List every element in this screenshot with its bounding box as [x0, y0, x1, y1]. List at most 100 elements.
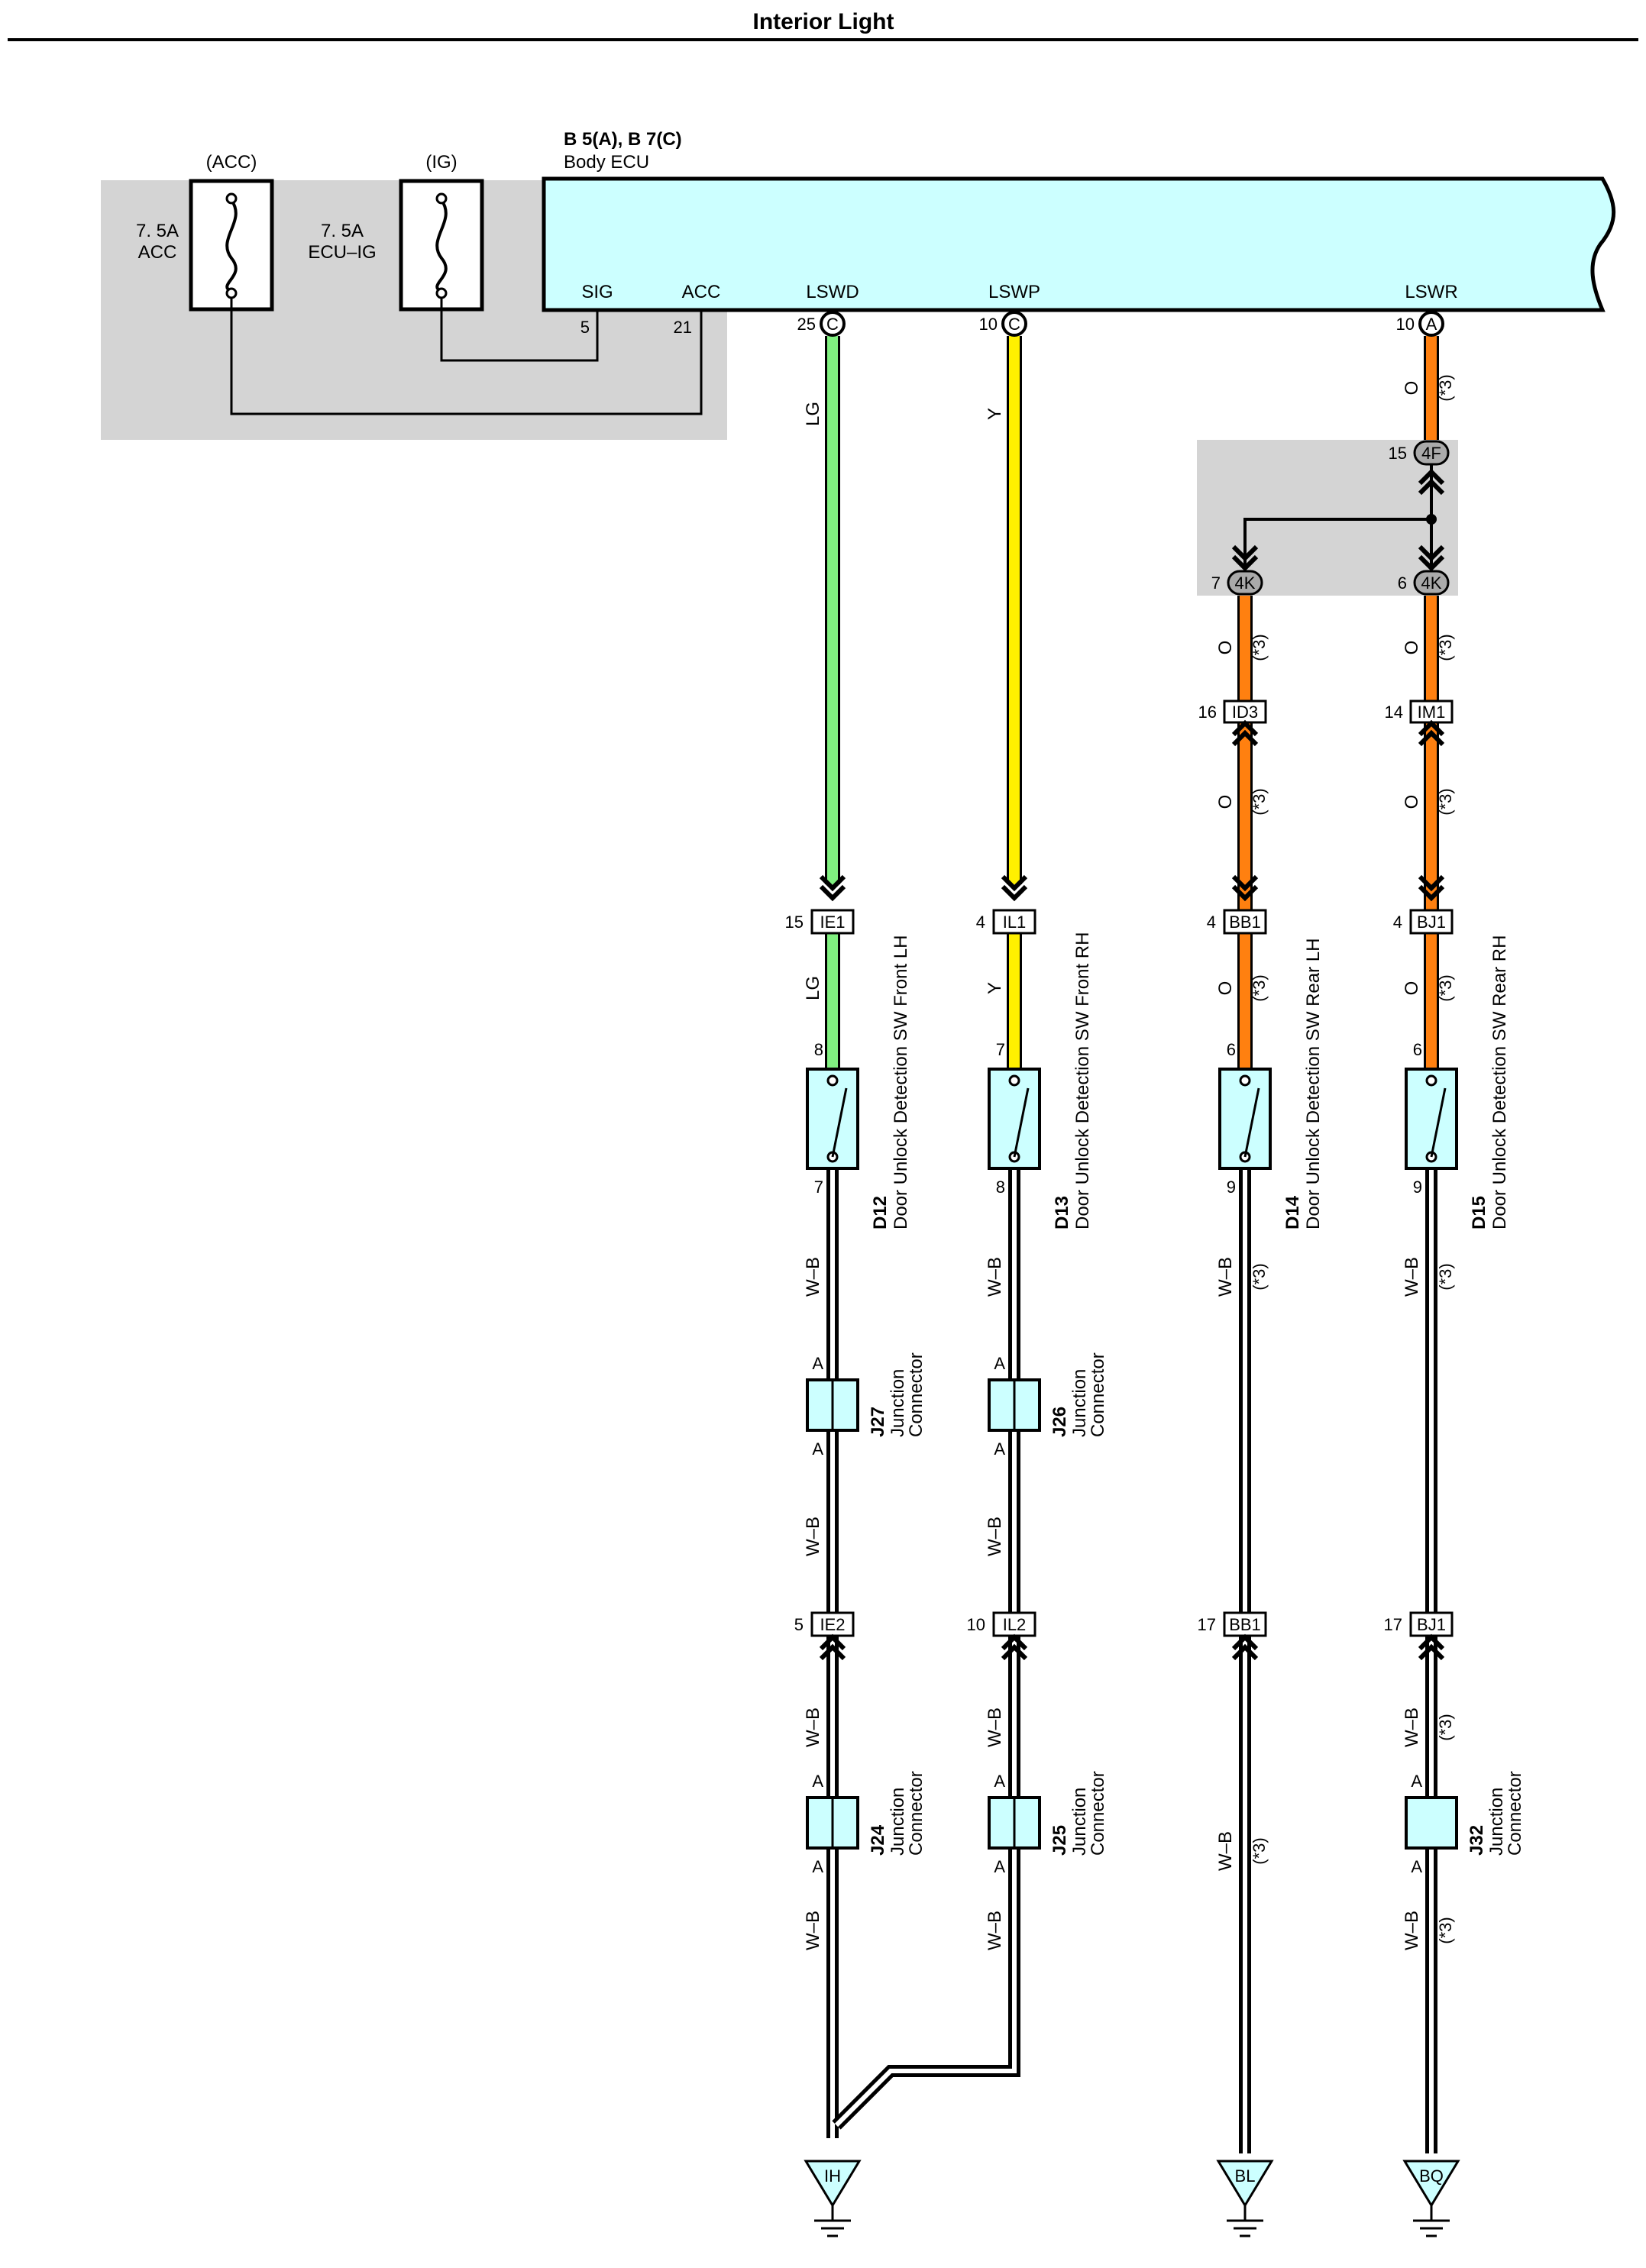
wire-acc-feed: [230, 298, 703, 415]
switch-d15: 6 9 D15 Door Unlock Detection SW Rear RH: [1405, 935, 1510, 1229]
ecu-term-lswp: LSWP: [988, 282, 1040, 302]
svg-text:Connector: Connector: [1088, 1771, 1108, 1856]
svg-text:4K: 4K: [1421, 573, 1442, 593]
svg-text:17: 17: [1198, 1615, 1216, 1634]
ground-ih-icon: IH: [804, 2160, 861, 2237]
pin-sig: 5: [580, 318, 590, 337]
svg-text:9: 9: [1227, 1178, 1236, 1197]
junction-connector-j32: A A J32 Junction Connector: [1405, 1771, 1525, 1876]
splice-dot: [1426, 514, 1437, 525]
wire-label-y-top: Y: [985, 408, 1005, 420]
svg-text:W–B: W–B: [985, 1517, 1005, 1556]
wire-label-o-ecu: O: [1402, 381, 1422, 396]
page-title: Interior Light: [753, 9, 894, 34]
svg-text:W–B: W–B: [985, 1257, 1005, 1297]
body-ecu: B 5(A), B 7(C) Body ECU SIG ACC LSWD LSW…: [542, 129, 1616, 312]
connector-bb1-lower: BB1 17: [1198, 1611, 1267, 1637]
svg-text:9: 9: [1413, 1178, 1422, 1197]
svg-text:Junction: Junction: [888, 1788, 908, 1856]
svg-text:W–B: W–B: [1215, 1257, 1236, 1297]
svg-text:W–B: W–B: [985, 1911, 1005, 1950]
svg-text:(*3): (*3): [1250, 788, 1269, 815]
svg-text:ID3: ID3: [1232, 703, 1258, 722]
svg-text:LG: LG: [803, 976, 823, 1000]
svg-text:Door Unlock Detection SW Rear: Door Unlock Detection SW Rear RH: [1489, 935, 1510, 1229]
svg-text:Junction: Junction: [1069, 1788, 1090, 1856]
connector-il1: IL1 4: [976, 909, 1036, 935]
svg-text:W–B: W–B: [1402, 1257, 1422, 1297]
connector-im1: IM1 14: [1385, 699, 1454, 724]
svg-text:Junction: Junction: [888, 1369, 908, 1437]
svg-text:7: 7: [814, 1178, 823, 1197]
svg-text:10: 10: [967, 1615, 985, 1634]
svg-text:Connector: Connector: [906, 1352, 926, 1437]
svg-text:J27: J27: [868, 1407, 888, 1437]
svg-text:4K: 4K: [1235, 573, 1256, 593]
svg-text:7: 7: [996, 1040, 1005, 1059]
svg-text:(*3): (*3): [1436, 788, 1455, 815]
svg-text:4: 4: [1207, 913, 1216, 932]
svg-text:O: O: [1215, 981, 1236, 996]
svg-text:A: A: [994, 1857, 1005, 1876]
connector-ie2: IE2 5: [794, 1611, 855, 1637]
svg-text:J24: J24: [868, 1824, 888, 1856]
svg-text:4: 4: [1393, 913, 1402, 932]
svg-text:W–B: W–B: [1215, 1831, 1236, 1871]
svg-text:6: 6: [1413, 1040, 1422, 1059]
switch-d12: 8 7 D12 Door Unlock Detection SW Front L…: [806, 935, 911, 1229]
fuse-ecu-ig: (IG) 7. 5A ECU–IG: [308, 152, 484, 312]
svg-text:(*3): (*3): [1436, 1263, 1455, 1290]
svg-text:(*3): (*3): [1250, 1263, 1269, 1290]
svg-text:Connector: Connector: [906, 1771, 926, 1856]
svg-text:(*3): (*3): [1250, 634, 1269, 661]
svg-text:O: O: [1402, 795, 1422, 809]
svg-text:A: A: [812, 1354, 823, 1373]
wire-label-lg-top: LG: [803, 402, 823, 426]
switch-d14: 6 9 D14 Door Unlock Detection SW Rear LH: [1218, 939, 1324, 1229]
svg-text:(*3): (*3): [1250, 1837, 1269, 1864]
switch-d13: 7 8 D13 Door Unlock Detection SW Front R…: [988, 932, 1093, 1229]
svg-text:Door Unlock Detection SW Rear: Door Unlock Detection SW Rear LH: [1303, 939, 1324, 1229]
svg-text:W–B: W–B: [985, 1707, 1005, 1747]
ground-bl-icon: BL: [1217, 2160, 1273, 2237]
svg-text:A: A: [994, 1439, 1005, 1459]
svg-text:IM1: IM1: [1418, 703, 1446, 722]
svg-text:O: O: [1215, 795, 1236, 809]
ecu-connector-lswd: C 25: [797, 311, 846, 337]
svg-text:(*3): (*3): [1436, 1714, 1455, 1740]
svg-text:16: 16: [1198, 703, 1217, 722]
svg-text:IE1: IE1: [820, 913, 845, 932]
ecu-term-lswr: LSWR: [1405, 282, 1457, 302]
svg-text:BL: BL: [1235, 2166, 1256, 2186]
svg-text:Junction: Junction: [1069, 1369, 1090, 1437]
svg-text:W–B: W–B: [803, 1517, 823, 1556]
svg-text:D12: D12: [870, 1196, 891, 1229]
note-o-ecu: (*3): [1436, 374, 1455, 401]
connector-bb1: BB1 4: [1207, 909, 1267, 935]
svg-text:8: 8: [996, 1178, 1005, 1197]
ecu-code: B 5(A), B 7(C): [564, 129, 682, 150]
ecu-term-lswd: LSWD: [806, 282, 859, 302]
connector-bj1: BJ1 4: [1393, 909, 1454, 935]
junction-4k-right: 4K 6: [1398, 570, 1450, 596]
svg-text:5: 5: [794, 1615, 804, 1634]
svg-text:7. 5A: 7. 5A: [136, 221, 179, 241]
ecu-connector-lswr: A 10: [1396, 311, 1444, 337]
svg-text:ECU–IG: ECU–IG: [308, 242, 376, 263]
ecu-name: Body ECU: [564, 152, 649, 173]
svg-text:Door Unlock Detection SW Front: Door Unlock Detection SW Front RH: [1072, 932, 1093, 1229]
junction-internal-wire: [1243, 464, 1433, 565]
svg-text:IL2: IL2: [1003, 1615, 1027, 1634]
svg-text:(*3): (*3): [1436, 1917, 1455, 1943]
junction-connector-j27: A A J27 Junction Connector: [806, 1352, 926, 1459]
svg-text:J26: J26: [1049, 1407, 1070, 1437]
svg-text:A: A: [1411, 1772, 1422, 1791]
svg-text:4F: 4F: [1421, 444, 1441, 463]
junction-connector-j26: A A J26 Junction Connector: [988, 1352, 1108, 1459]
svg-text:O: O: [1215, 641, 1236, 655]
svg-text:(*3): (*3): [1436, 634, 1455, 661]
junction-4k-left: 4K 7: [1211, 570, 1263, 596]
svg-text:ACC: ACC: [138, 242, 177, 263]
svg-text:C: C: [1008, 315, 1020, 334]
ecu-term-acc: ACC: [682, 282, 721, 302]
